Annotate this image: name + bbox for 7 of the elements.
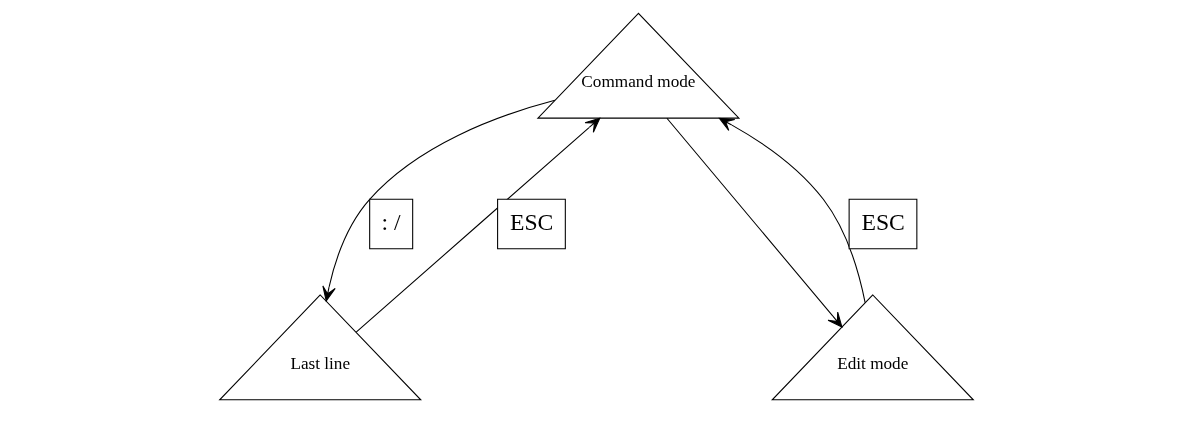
arrow bbox=[321, 99, 555, 301]
edge-label: ESC bbox=[860, 208, 905, 235]
arrow bbox=[718, 117, 866, 303]
edge-label: : / bbox=[381, 208, 401, 235]
arrow bbox=[665, 117, 842, 327]
edge-label: ESC bbox=[509, 208, 553, 235]
arrow bbox=[355, 117, 600, 333]
